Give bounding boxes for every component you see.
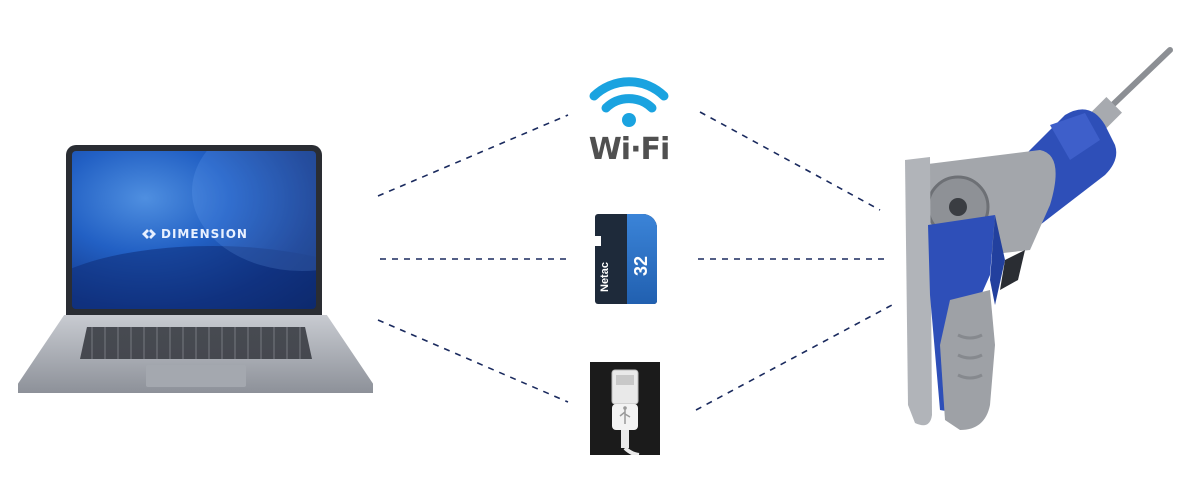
wifi-option: Wi·Fi: [584, 66, 674, 167]
wifi-icon: [589, 77, 669, 127]
screen-brand-text: DIMENSION: [161, 227, 248, 241]
screen-brand-logo: DIMENSION: [142, 227, 248, 241]
handheld-device-image: [900, 45, 1180, 440]
line-wifi-device: [699, 111, 881, 211]
laptop-lid: DIMENSION: [66, 145, 322, 317]
laptop-screen: DIMENSION: [72, 151, 316, 309]
sd-card-capacity: 32: [631, 255, 651, 276]
line-laptop-wifi: [377, 114, 569, 197]
microsd-card-icon: Netac 32: [595, 214, 657, 304]
wifi-label: Wi·Fi: [588, 132, 671, 167]
line-laptop-usb: [377, 319, 569, 403]
line-usb-device: [695, 304, 893, 411]
sd-card-maker: Netac: [599, 262, 611, 292]
dimension-logo-icon: [142, 229, 156, 239]
laptop-keyboard: [80, 327, 312, 359]
laptop-trackpad: [146, 365, 246, 387]
laptop-image: DIMENSION: [18, 145, 373, 395]
usb-cable-icon: [590, 362, 660, 457]
